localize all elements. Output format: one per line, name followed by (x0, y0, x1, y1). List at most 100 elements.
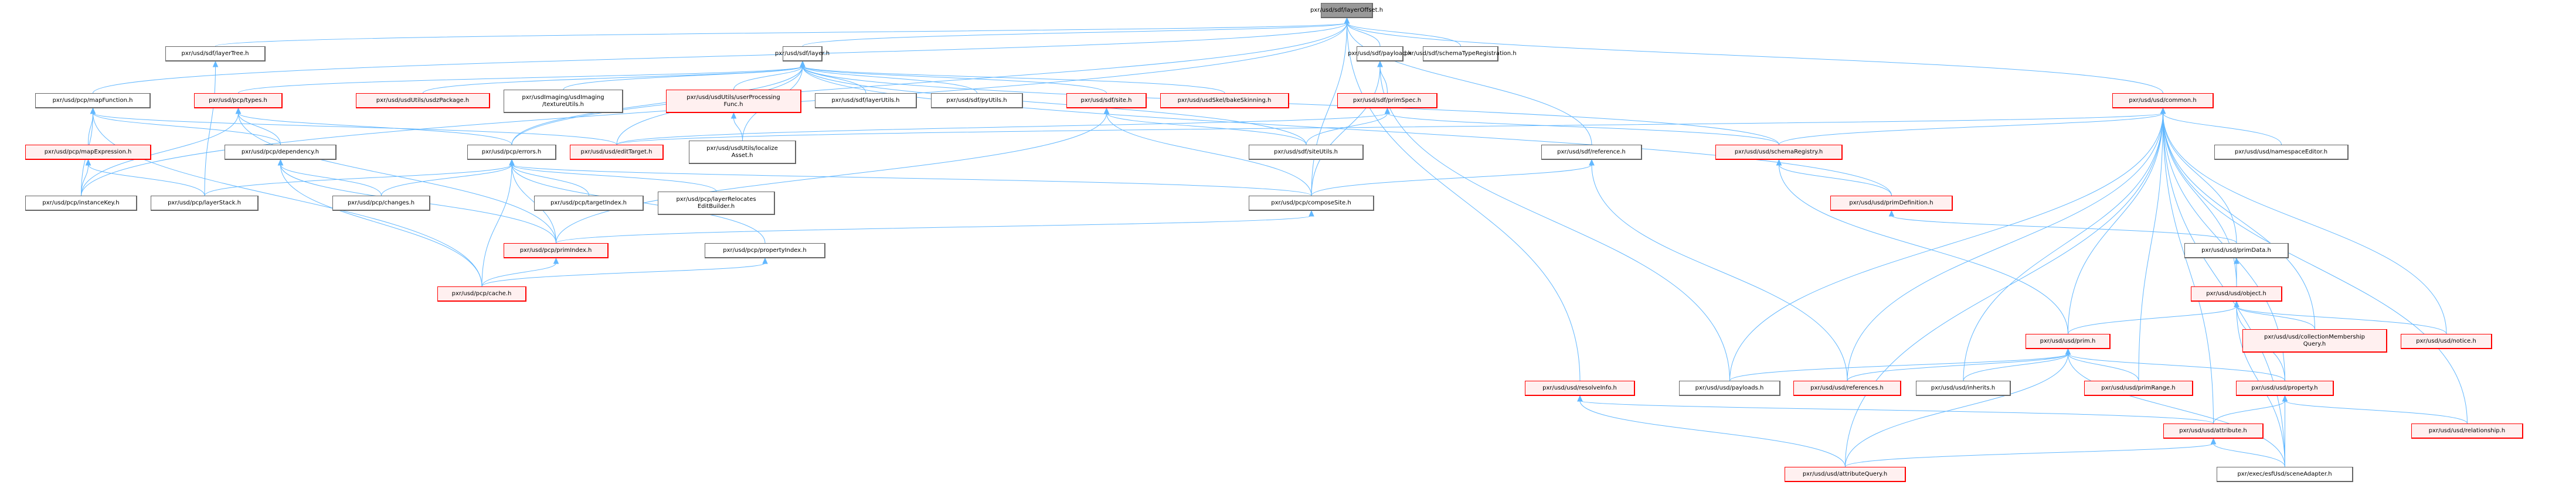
edge-cache-to-primIndex (481, 262, 556, 287)
node-prim-data[interactable]: pxr/usd/usd/primData.h (2184, 243, 2289, 258)
edge-cache-to-errors (481, 164, 512, 287)
edge-primRange-to-common (2138, 112, 2163, 381)
node-layer-offset[interactable]: pxr/usd/sdf/layerOffset.h (1310, 3, 1383, 18)
node-layer-utils[interactable]: pxr/usd/sdf/layerUtils.h (815, 93, 917, 108)
edge-primIndex-to-site (556, 112, 1107, 244)
arrowhead-icon (277, 159, 284, 166)
edge-errors-to-layer (511, 66, 803, 145)
node-cache[interactable]: pxr/usd/pcp/cache.h (437, 286, 526, 302)
arrowhead-icon (2234, 300, 2239, 308)
edge-composeSite-to-layerOffset (1311, 22, 1347, 196)
node-collection-membership-query[interactable]: pxr/usd/usd/collectionMembership Query.h (2242, 329, 2387, 353)
edge-relationship-to-property (2285, 400, 2468, 424)
node-layer-relocates-edit-builder[interactable]: pxr/usd/pcp/layerRelocates EditBuilder.h (658, 192, 775, 215)
node-property[interactable]: pxr/usd/usd/property.h (2236, 381, 2334, 396)
edge-primData-to-common (2163, 112, 2237, 244)
edge-collectionMembershipQuery-to-common (2163, 112, 2315, 330)
node-references[interactable]: pxr/usd/usd/references.h (1793, 381, 1901, 396)
node-texture-utils[interactable]: pxr/usdImaging/usdImaging /textureUtils.… (504, 90, 623, 113)
node-prim[interactable]: pxr/usd/usd/prim.h (2026, 334, 2111, 349)
node-payload[interactable]: pxr/usd/sdf/payload.h (1348, 46, 1412, 62)
node-notice[interactable]: pxr/usd/usd/notice.h (2401, 334, 2492, 349)
node-relationship[interactable]: pxr/usd/usd/relationship.h (2411, 423, 2523, 439)
edge-references-to-common (1847, 112, 2163, 381)
node-errors[interactable]: pxr/usd/pcp/errors.h (467, 145, 556, 160)
arrowhead-icon (1577, 395, 1583, 402)
edge-layerStack-to-mapExpression (88, 164, 205, 196)
node-resolve-info[interactable]: pxr/usd/usd/resolveInfo.h (1525, 381, 1635, 396)
node-map-function[interactable]: pxr/usd/pcp/mapFunction.h (35, 93, 151, 108)
edge-siteUtils-to-primSpec (1306, 112, 1388, 145)
node-layer-stack[interactable]: pxr/usd/pcp/layerStack.h (151, 196, 259, 211)
edge-primIndex-to-composeSite (556, 215, 1312, 244)
node-changes[interactable]: pxr/usd/pcp/changes.h (332, 196, 430, 211)
arrowhead-icon (1344, 17, 1350, 24)
node-prim-range[interactable]: pxr/usd/usd/primRange.h (2084, 381, 2193, 396)
arrowhead-icon (1309, 210, 1314, 217)
arrowhead-icon (553, 257, 559, 264)
edge-payloads-to-prim (1729, 353, 2068, 381)
node-layer-tree[interactable]: pxr/usd/sdf/layerTree.h (165, 46, 266, 62)
node-py-utils[interactable]: pxr/usd/sdf/pyUtils.h (931, 93, 1023, 108)
node-object[interactable]: pxr/usd/usd/object.h (2191, 286, 2282, 302)
arrowhead-icon (2160, 107, 2166, 114)
node-scene-adapter[interactable]: pxr/exec/esfUsd/sceneAdapter.h (2217, 467, 2353, 482)
edge-mapFunction-to-layerOffset (93, 22, 1347, 94)
node-schema-registry[interactable]: pxr/usd/usd/schemaRegistry.h (1715, 145, 1843, 160)
edge-errors-to-layerOffset (511, 22, 1347, 145)
node-attribute-query[interactable]: pxr/usd/usd/attributeQuery.h (1785, 467, 1906, 482)
edge-common-to-layerOffset (1347, 22, 2163, 94)
node-compose-site[interactable]: pxr/usd/pcp/composeSite.h (1249, 196, 1374, 211)
node-property-index[interactable]: pxr/usd/pcp/propertyIndex.h (705, 243, 825, 258)
edge-property-to-prim (2068, 353, 2285, 381)
node-payloads[interactable]: pxr/usd/usd/payloads.h (1679, 381, 1780, 396)
arrowhead-icon (2210, 438, 2217, 445)
edge-layer-to-layerOffset (802, 22, 1347, 47)
edge-schemaRegistry-to-common (1779, 112, 2163, 145)
edge-layerTree-to-layerOffset (215, 22, 1347, 47)
edge-notice-to-object (2236, 306, 2447, 334)
node-usdz-package[interactable]: pxr/usd/usdUtils/usdzPackage.h (356, 93, 490, 108)
arrowhead-icon (1589, 159, 1595, 166)
edge-references-to-prim (1847, 353, 2068, 381)
edge-textureUtils-to-layer (563, 66, 803, 90)
node-prim-definition[interactable]: pxr/usd/usd/primDefinition.h (1830, 196, 1953, 211)
node-map-expression[interactable]: pxr/usd/pcp/mapExpression.h (25, 145, 151, 160)
node-user-processing-func[interactable]: pxr/usd/usdUtils/userProcessing Func.h (666, 90, 801, 113)
edge-attribute-to-common (2163, 112, 2214, 424)
node-schema-type-registration[interactable]: pxr/usd/sdf/schemaTypeRegistration.h (1404, 46, 1517, 62)
edge-primData-to-primDefinition (1891, 215, 2237, 244)
node-dependency[interactable]: pxr/usd/pcp/dependency.h (225, 145, 337, 160)
node-inherits[interactable]: pxr/usd/usd/inherits.h (1916, 381, 2011, 396)
node-localize-asset[interactable]: pxr/usd/usdUtils/localize Asset.h (689, 141, 796, 164)
arrowhead-icon (1377, 60, 1383, 67)
node-common[interactable]: pxr/usd/usd/common.h (2112, 93, 2214, 108)
edge-localizeAsset-to-userProcessingFunc (733, 117, 743, 141)
edge-inherits-to-prim (1963, 353, 2068, 381)
node-attribute[interactable]: pxr/usd/usd/attribute.h (2163, 423, 2264, 439)
edge-instanceKey-to-types (81, 112, 239, 196)
node-target-index[interactable]: pxr/usd/pcp/targetIndex.h (534, 196, 644, 211)
node-namespace-editor[interactable]: pxr/usd/usd/namespaceEditor.h (2214, 145, 2349, 160)
edge-reference-to-layerOffset (1347, 22, 1592, 145)
node-bake-skinning[interactable]: pxr/usd/usdSkel/bakeSkinning.h (1160, 93, 1289, 108)
edge-attributeQuery-to-prim (1845, 353, 2068, 467)
arrowhead-icon (2065, 348, 2071, 355)
edge-attributeQuery-to-resolveInfo (1579, 400, 1846, 467)
node-site-utils[interactable]: pxr/usd/sdf/siteUtils.h (1249, 145, 1364, 160)
node-prim-index[interactable]: pxr/usd/pcp/primIndex.h (504, 243, 609, 258)
node-prim-spec[interactable]: pxr/usd/sdf/primSpec.h (1337, 93, 1437, 108)
edge-composeSite-to-payload (1311, 66, 1381, 196)
node-site[interactable]: pxr/usd/sdf/site.h (1066, 93, 1147, 108)
arrowhead-icon (1103, 107, 1110, 114)
edge-primRange-to-prim (2068, 353, 2139, 381)
node-reference[interactable]: pxr/usd/sdf/reference.h (1541, 145, 1642, 160)
edge-attributeQuery-to-attribute (1845, 443, 2214, 467)
edge-object-to-common (2163, 112, 2237, 287)
node-instance-key[interactable]: pxr/usd/pcp/instanceKey.h (25, 196, 137, 211)
node-edit-target[interactable]: pxr/usd/usd/editTarget.h (570, 145, 664, 160)
edge-payload-to-layerOffset (1347, 22, 1381, 47)
node-layer[interactable]: pxr/usd/sdf/layer.h (775, 46, 830, 62)
node-types[interactable]: pxr/usd/pcp/types.h (194, 93, 283, 108)
edge-types-to-layer (238, 66, 803, 94)
